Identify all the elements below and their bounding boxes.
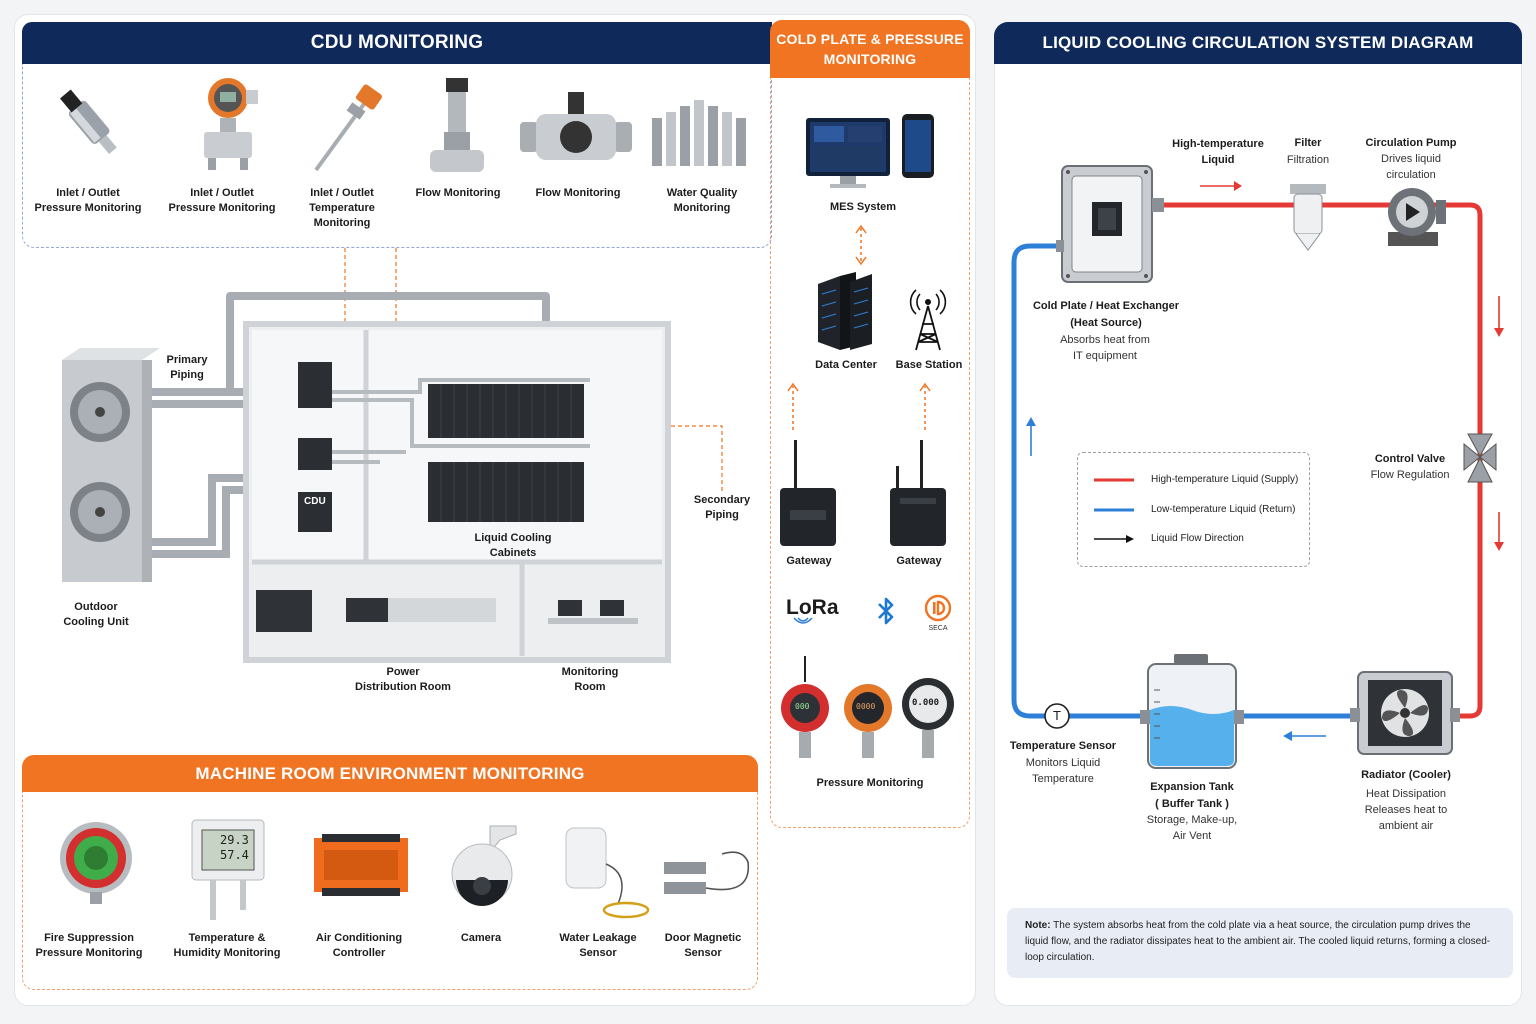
mes-system-icon xyxy=(806,114,934,188)
circulation-header: LIQUID COOLING CIRCULATION SYSTEM DIAGRA… xyxy=(994,22,1522,64)
env-device-label-2: Temperature & Humidity Monitoring xyxy=(173,932,281,959)
cold-plate-header: COLD PLATE & PRESSURE MONITORING xyxy=(770,20,970,78)
env-device-label-6: Door Magnetic Sensor xyxy=(664,932,742,959)
seca-label: SECA xyxy=(928,625,948,632)
pressure-transmitter-icon xyxy=(59,89,117,154)
filter-title: Filter xyxy=(1294,137,1322,149)
circulation-title: LIQUID COOLING CIRCULATION SYSTEM DIAGRA… xyxy=(1042,33,1474,52)
note-label: Note: xyxy=(1025,920,1051,931)
expansion-tank-title: Expansion Tank ( Buffer Tank ) xyxy=(1150,781,1234,810)
circulation-pump-desc: Drives liquid circulation xyxy=(1381,153,1441,181)
gateway-left-icon xyxy=(780,440,836,546)
primary-piping-label: Primary Piping xyxy=(166,354,208,381)
note-text: The system absorbs heat from the cold pl… xyxy=(1025,920,1491,963)
flow-sensor-icon xyxy=(430,78,484,172)
cold-plate-desc: Absorbs heat from IT equipment xyxy=(1060,334,1150,362)
liquid-cooling-cabinets-label: Liquid Cooling Cabinets xyxy=(474,532,552,559)
control-valve-desc: Flow Regulation xyxy=(1370,469,1450,481)
gauge-right-reading: 0.000 xyxy=(912,698,940,708)
temperature-sensor-desc: Monitors Liquid Temperature xyxy=(1025,757,1101,785)
water-leak-sensor-icon xyxy=(565,827,650,919)
cdu-monitoring-header: CDU MONITORING xyxy=(22,22,772,64)
circulation-pump-title: Circulation Pump xyxy=(1365,137,1457,149)
gateway-left-label: Gateway xyxy=(786,555,832,567)
seca-logo-icon xyxy=(924,594,952,622)
pressure-gauges-icon xyxy=(781,656,954,758)
legend-return: Low-temperature Liquid (Return) xyxy=(1151,504,1296,515)
data-center-icon xyxy=(818,272,872,350)
ac-controller-icon xyxy=(314,834,408,896)
pressure-monitoring-label: Pressure Monitoring xyxy=(816,777,924,789)
cdu-monitoring-title: CDU MONITORING xyxy=(310,32,484,53)
temperature-sensor-title: Temperature Sensor xyxy=(1009,740,1117,752)
radiator-title: Radiator (Cooler) xyxy=(1361,769,1451,781)
cdu-device-label-3: Inlet / Outlet Temperature Monitoring xyxy=(309,187,375,229)
outdoor-cooling-unit-label: Outdoor Cooling Unit xyxy=(63,601,129,628)
radiator-desc: Heat Dissipation Releases heat to ambien… xyxy=(1364,788,1448,832)
env-device-label-3: Air Conditioning Controller xyxy=(315,932,403,959)
gauge-mid-reading: 0000 xyxy=(856,702,876,711)
cold-plate-title: COLD PLATE & PRESSURE MONITORING xyxy=(776,31,964,67)
lora-waves-icon xyxy=(793,617,813,624)
gauge-left-reading: 000 xyxy=(795,702,810,711)
legend-direction: Liquid Flow Direction xyxy=(1151,533,1244,544)
high-temp-liquid-label: High-temperature Liquid xyxy=(1172,138,1264,166)
gateway-right-label: Gateway xyxy=(896,555,942,567)
base-station-label: Base Station xyxy=(895,359,963,371)
cdu-device-label-4: Flow Monitoring xyxy=(415,187,501,199)
th-reading-temperature: 29.3 xyxy=(220,833,249,847)
bluetooth-icon xyxy=(878,597,894,625)
env-frame xyxy=(22,792,758,990)
electromagnetic-flowmeter-icon xyxy=(520,92,632,160)
legend-supply: High-temperature Liquid (Supply) xyxy=(1151,474,1299,485)
temperature-sensor-symbol: T xyxy=(1053,708,1061,723)
secondary-piping-label: Secondary Piping xyxy=(693,494,751,521)
expansion-tank-desc: Storage, Make-up, Air Vent xyxy=(1146,814,1238,842)
th-reading-humidity: 57.4 xyxy=(220,848,249,862)
cdu-device-label-2: Inlet / Outlet Pressure Monitoring xyxy=(168,187,276,214)
filter-desc: Filtration xyxy=(1286,154,1330,166)
env-device-label-4: Camera xyxy=(460,932,502,944)
power-distribution-room-label: Power Distribution Room xyxy=(355,666,451,693)
data-center-label: Data Center xyxy=(815,359,877,371)
cdu-device-label-5: Flow Monitoring xyxy=(535,187,621,199)
cdu-device-label-1: Inlet / Outlet Pressure Monitoring xyxy=(34,187,142,214)
fire-pressure-gauge-icon xyxy=(60,822,132,904)
lora-logo: LoRa xyxy=(786,596,839,619)
env-device-label-5: Water Leakage Sensor xyxy=(559,932,637,959)
env-header: MACHINE ROOM ENVIRONMENT MONITORING xyxy=(22,755,758,792)
water-quality-probes-icon xyxy=(652,100,746,166)
note-box: Note: The system absorbs heat from the c… xyxy=(1007,908,1513,978)
temperature-probe-icon xyxy=(314,84,382,172)
differential-pressure-transmitter-icon xyxy=(204,78,258,170)
legend-swatches xyxy=(1094,478,1134,543)
cdu-devices-frame xyxy=(22,64,772,248)
door-magnetic-sensor-icon xyxy=(664,851,750,894)
env-title: MACHINE ROOM ENVIRONMENT MONITORING xyxy=(195,763,585,783)
control-valve-title: Control Valve xyxy=(1374,453,1446,465)
machine-room-illustration xyxy=(62,248,723,663)
monitoring-room-label: Monitoring Room xyxy=(561,666,619,693)
cdu-cabinet-label: CDU xyxy=(304,496,326,507)
dome-camera-icon xyxy=(451,825,517,906)
cold-plate-title-label: Cold Plate / Heat Exchanger (Heat Source… xyxy=(1032,300,1180,329)
gateway-right-icon xyxy=(890,440,946,546)
env-device-label-1: Fire Suppression Pressure Monitoring xyxy=(35,932,143,959)
connection-arrows xyxy=(787,224,931,430)
cdu-device-label-6: Water Quality Monitoring xyxy=(666,187,738,214)
base-station-icon xyxy=(909,289,947,351)
legend-box xyxy=(1077,452,1310,567)
temp-humidity-sensor-icon xyxy=(191,819,265,920)
mes-system-label: MES System xyxy=(829,201,897,213)
